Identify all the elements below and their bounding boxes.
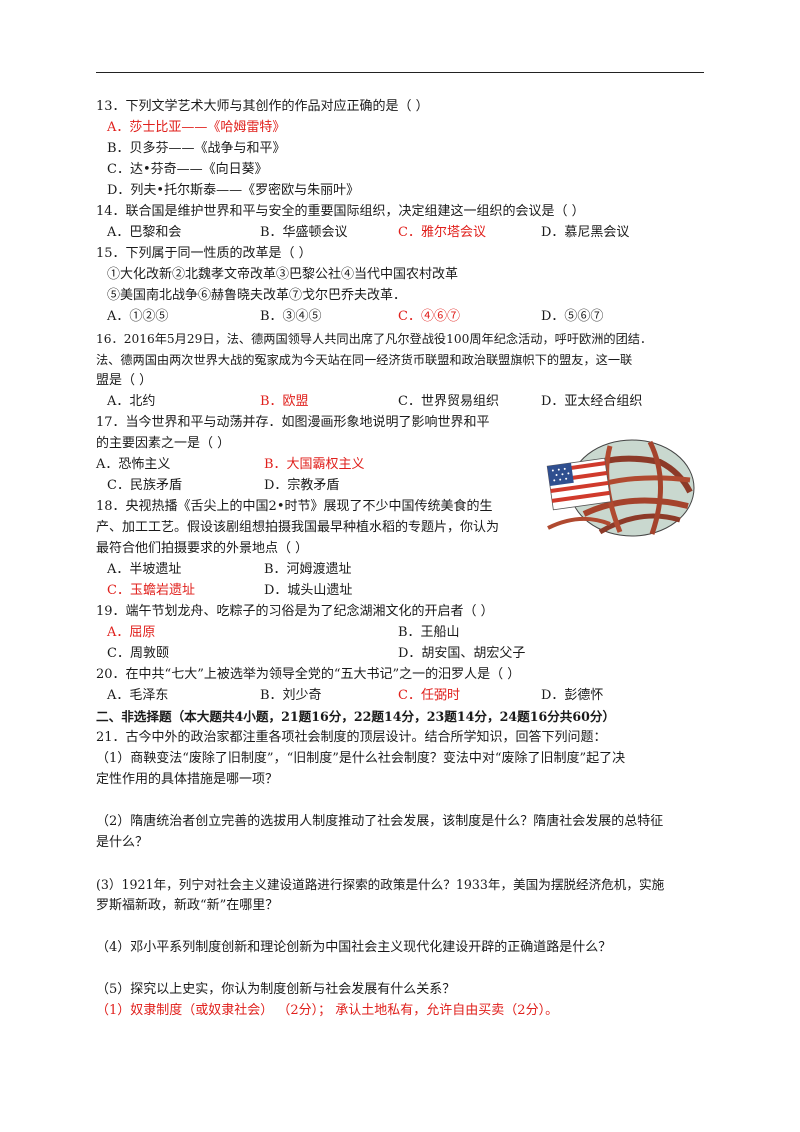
- q15-option-b: B．③④⑤: [260, 309, 322, 324]
- q15-option-c: C．④⑥⑦: [398, 309, 460, 324]
- q19-option-c: C．周敦颐: [107, 646, 169, 661]
- q18-option-d: D．城头山遗址: [264, 583, 353, 598]
- section2-heading: 二、非选择题（本大题共4小题，21题16分，22题14分，23题14分，24题1…: [96, 709, 616, 724]
- q18-option-c: C．玉蟾岩遗址: [107, 583, 195, 598]
- q16-option-a: A．北约: [107, 394, 156, 409]
- q17-stem-line2: 的主要因素之一是（ ）: [96, 436, 231, 451]
- q14-option-b: B．华盛顿会议: [260, 225, 348, 240]
- q16-stem-line2: 法、德两国由两次世界大战的冤家成为今天站在同一经济货币联盟和政治联盟旗帜下的盟友…: [96, 353, 633, 367]
- q18-stem-line2: 产、加工工艺。假设该剧组想拍摄我国最早种植水稻的专题片，你认为: [96, 520, 500, 535]
- q18-stem-line3: 最符合他们拍摄要求的外景地点（ ）: [96, 541, 309, 556]
- q15-list-line1: ①大化改新②北魏孝文帝改革③巴黎公社④当代中国农村改革: [107, 267, 459, 282]
- globe-flag-cartoon-image: [546, 439, 695, 537]
- q18-option-a: A．半坡遗址: [107, 562, 182, 577]
- q21-part4: （4）邓小平系列制度创新和理论创新为中国社会主义现代化建设开辟的正确道路是什么？: [96, 940, 612, 955]
- q16-stem-line1: 16．2016年5月29日，法、德两国领导人共同出席了凡尔登战役100周年纪念活…: [96, 332, 653, 346]
- q21-stem: 21．古今中外的政治家都注重各项社会制度的顶层设计。结合所学知识，回答下列问题：: [96, 730, 607, 745]
- q15-option-d: D．⑤⑥⑦: [541, 309, 604, 324]
- q20-stem: 20．在中共“七大”上被选举为领导全党的“五大书记”之一的汨罗人是（ ）: [96, 667, 521, 682]
- q21-part3-line1: (3）1921年，列宁对社会主义建设道路进行探索的政策是什么？1933年，美国为…: [96, 877, 665, 892]
- q19-option-b: B．王船山: [398, 625, 460, 640]
- q14-option-c: C．雅尔塔会议: [398, 225, 486, 240]
- q17-option-d: D．宗教矛盾: [264, 478, 340, 493]
- q21-part2-line2: 是什么？: [96, 835, 149, 850]
- q13-option-c: C．达•芬奇——《向日葵》: [107, 162, 268, 177]
- q17-stem-line1: 17．当今世界和平与动荡并存．如图漫画形象地说明了影响世界和平: [96, 415, 490, 430]
- q21-answer: （1）奴隶制度（或奴隶社会） （2分）； 承认土地私有，允许自由买卖（2分）。: [96, 1003, 559, 1018]
- q20-option-c: C．任弼时: [398, 688, 460, 703]
- q20-option-a: A．毛泽东: [107, 688, 169, 703]
- q13-stem: 13．下列文学艺术大师与其创作的作品对应正确的是（ ）: [96, 99, 429, 114]
- q18-stem-line1: 18．央视热播《舌尖上的中国2•时节》展现了不少中国传统美食的生: [96, 499, 493, 514]
- q16-stem-line3: 盟是（ ）: [96, 373, 153, 388]
- q13-option-a: A．莎士比亚——《哈姆雷特》: [107, 120, 286, 135]
- q20-option-d: D．彭德怀: [541, 688, 604, 703]
- q19-option-a: A．屈原: [107, 625, 156, 640]
- q14-option-d: D．慕尼黑会议: [541, 225, 630, 240]
- q18-option-b: B．河姆渡遗址: [264, 562, 352, 577]
- q15-stem: 15．下列属于同一性质的改革是（ ）: [96, 246, 312, 261]
- q21-part1-line2: 定性作用的具体措施是哪一项？: [96, 772, 279, 787]
- q20-option-b: B．刘少奇: [260, 688, 322, 703]
- q16-option-d: D．亚太经合组织: [541, 394, 643, 409]
- q17-option-b: B．大国霸权主义: [264, 457, 365, 472]
- q21-part5: （5）探究以上史实，你认为制度创新与社会发展有什么关系？: [96, 982, 456, 997]
- q19-stem: 19．端午节划龙舟、吃粽子的习俗是为了纪念湖湘文化的开启者（ ）: [96, 604, 494, 619]
- q16-option-c: C．世界贸易组织: [398, 394, 499, 409]
- q13-option-b: B．贝多芬——《战争与和平》: [107, 141, 286, 156]
- q17-option-c: C．民族矛盾: [107, 478, 182, 493]
- q14-option-a: A．巴黎和会: [107, 225, 182, 240]
- q15-list-line2: ⑤美国南北战争⑥赫鲁晓夫改革⑦戈尔巴乔夫改革．: [107, 288, 407, 303]
- q21-part2-line1: （2）隋唐统治者创立完善的选拔用人制度推动了社会发展，该制度是什么？隋唐社会发展…: [96, 814, 664, 829]
- header-rule: [96, 72, 704, 73]
- q16-option-b: B．欧盟: [260, 394, 309, 409]
- q21-part3-line2: 罗斯福新政，新政“新”在哪里？: [96, 898, 279, 913]
- q19-option-d: D．胡安国、胡宏父子: [398, 646, 526, 661]
- q21-part1-line1: （1）商鞅变法“废除了旧制度”，“旧制度”是什么社会制度？变法中对“废除了旧制度…: [96, 751, 626, 766]
- q14-stem: 14．联合国是维护世界和平与安全的重要国际组织，决定组建这一组织的会议是（ ）: [96, 204, 585, 219]
- q17-option-a: A．恐怖主义: [96, 457, 171, 472]
- q15-option-a: A．①②⑤: [107, 309, 169, 324]
- q13-option-d: D．列夫•托尔斯泰——《罗密欧与朱丽叶》: [107, 183, 360, 198]
